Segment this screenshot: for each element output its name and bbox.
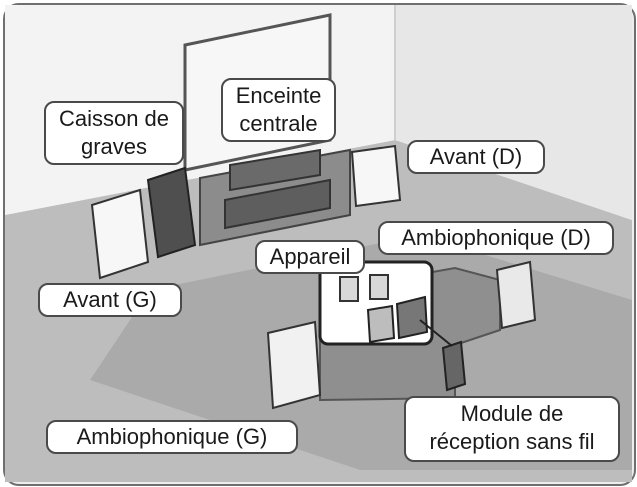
media-player	[224, 178, 331, 230]
device-inset-port-right	[369, 274, 389, 300]
label-front-right: Avant (D)	[407, 140, 545, 174]
wireless-receiver-module	[441, 340, 467, 392]
label-center-line2: centrale	[239, 111, 318, 136]
inset-pointer-line	[419, 319, 453, 347]
label-subwoofer: Caisson de graves	[44, 101, 184, 165]
label-module-line1: Module de	[460, 401, 564, 426]
label-surround-right-text: Ambiophonique (D)	[401, 225, 591, 250]
front-right-speaker	[350, 144, 402, 208]
label-subwoofer-line1: Caisson de	[58, 106, 170, 131]
label-module-line2: réception sans fil	[429, 429, 595, 454]
device-inset-box	[395, 295, 429, 340]
center-speaker	[229, 148, 321, 192]
label-front-right-text: Avant (D)	[429, 144, 523, 169]
label-device-text: Appareil	[269, 244, 351, 269]
label-center-line1: Enceinte	[235, 83, 322, 108]
label-surround-left-text: Ambiophonique (G)	[76, 424, 268, 449]
surround-left-speaker	[266, 320, 322, 410]
right-wall	[395, 5, 632, 220]
label-surround-left: Ambiophonique (G)	[46, 420, 298, 454]
device-inset-unit	[366, 304, 396, 344]
label-wireless-module: Module de réception sans fil	[404, 396, 620, 462]
label-front-left-text: Avant (G)	[63, 287, 157, 312]
label-front-left: Avant (G)	[38, 283, 182, 317]
label-center-speaker: Enceinte centrale	[221, 78, 336, 142]
label-surround-right: Ambiophonique (D)	[378, 221, 614, 255]
subwoofer	[146, 166, 197, 259]
label-device: Appareil	[255, 240, 365, 274]
front-left-speaker	[90, 188, 150, 280]
surround-right-speaker	[495, 260, 537, 330]
device-inset-port-left	[339, 276, 359, 302]
label-subwoofer-line2: graves	[80, 134, 148, 159]
